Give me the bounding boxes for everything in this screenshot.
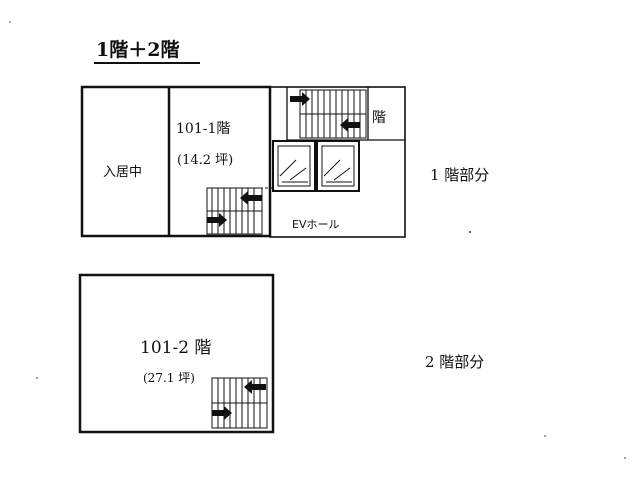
floor-2-outer-wall xyxy=(78,273,275,434)
arrow-right-icon xyxy=(207,213,227,227)
arrow-left-icon xyxy=(340,118,360,132)
elevator-icon xyxy=(316,140,360,192)
page-title: 1階＋2階 xyxy=(96,39,179,61)
unit-101-1-name: 101-1階 xyxy=(176,121,230,137)
arrow-right-icon xyxy=(290,92,310,106)
floor-1-plan: 入居中 101-1階 (14.2 坪) 階 EVホール 1 階部分 xyxy=(80,85,489,238)
floor-2-plan: 101-2 階 (27.1 坪) 2 階部分 xyxy=(78,273,484,434)
core-block xyxy=(269,86,406,238)
arrow-left-icon xyxy=(244,380,266,394)
unit-101-1-stair xyxy=(206,187,263,235)
floor-2-section-label: 2 階部分 xyxy=(425,353,484,371)
floor-1-section-label: 1 階部分 xyxy=(430,166,489,184)
unit-101-2-area: (27.1 坪) xyxy=(143,371,195,385)
elevator-icon xyxy=(272,140,316,192)
tenant-occupied-label: 入居中 xyxy=(103,165,142,180)
unit-101-2-name: 101-2 階 xyxy=(140,338,211,358)
arrow-left-icon xyxy=(240,191,262,205)
unit-101-1-area: (14.2 坪) xyxy=(177,153,233,168)
arrow-right-icon xyxy=(212,406,232,420)
stair-label: 階 xyxy=(372,110,386,126)
ev-hall-label: EVホール xyxy=(292,218,339,231)
scan-noise xyxy=(9,21,626,459)
core-stair xyxy=(299,89,367,139)
